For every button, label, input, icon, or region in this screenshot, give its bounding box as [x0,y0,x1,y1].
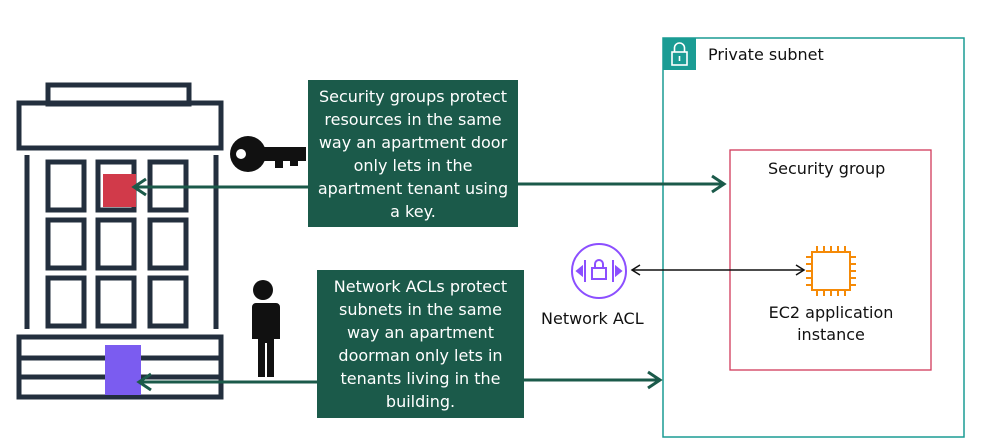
apartment-door [103,174,136,207]
private-subnet-label: Private subnet [708,45,824,64]
lock-icon [663,38,696,70]
building-entrance [105,345,141,395]
private-subnet-box [662,37,965,438]
person-icon [250,280,280,377]
ec2-label: EC2 application instance [751,302,911,346]
security-group-box [729,149,932,371]
security-groups-callout: Security groups protect resources in the… [308,80,518,227]
ec2-chip-icon [806,246,856,296]
network-acls-callout-text: Network ACLs protect subnets in the same… [333,277,508,411]
network-acls-callout: Network ACLs protect subnets in the same… [317,270,524,418]
network-acl-icon [571,243,627,299]
security-group-arrow [131,174,727,197]
security-groups-callout-text: Security groups protect resources in the… [317,86,509,221]
ec2-label-line2: instance [797,325,865,344]
network-acl-arrow [136,370,663,392]
network-acl-label: Network ACL [541,309,644,328]
ec2-label-line1: EC2 application [768,303,894,322]
nacl-to-ec2-arrow [630,264,806,276]
key-icon [230,136,306,172]
security-group-label: Security group [768,159,886,178]
